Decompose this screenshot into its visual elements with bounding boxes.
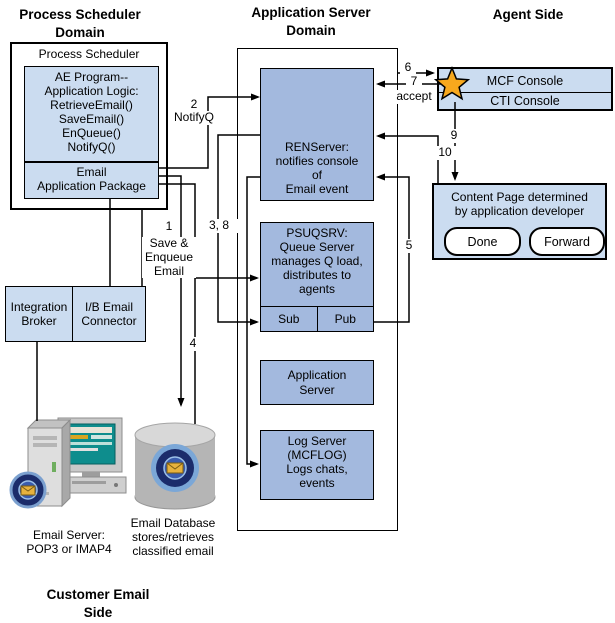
- process-scheduler-title: Process Scheduler: [38, 47, 140, 61]
- sub-cell: Sub: [278, 312, 300, 326]
- console-group-box: MCF Console CTI Console: [437, 67, 613, 111]
- mcf-console[interactable]: MCF Console: [439, 69, 611, 93]
- psuqsrv-text: PSUQSRV: Queue Server manages Q load, di…: [271, 226, 363, 297]
- email-server-graphic: [8, 402, 133, 531]
- heading-process-scheduler-domain: Process Scheduler Domain: [19, 7, 141, 40]
- flow-label-3-8: 3, 8: [200, 218, 238, 233]
- flow-label-save-enqueue: Save & Enqueue Email: [142, 236, 196, 279]
- ae-program-box: AE Program-- Application Logic: Retrieve…: [24, 66, 159, 162]
- pub-cell: Pub: [316, 307, 374, 331]
- monitor-icon: [57, 417, 127, 494]
- psuqsrv-box: PSUQSRV: Queue Server manages Q load, di…: [260, 222, 374, 332]
- log-server-box: Log Server (MCFLOG) Logs chats, events: [260, 430, 374, 500]
- email-application-package-box: Email Application Package: [24, 162, 159, 199]
- heading-agent-side: Agent Side: [492, 7, 564, 22]
- arrow-1-save-enqueue-email: [159, 175, 185, 407]
- application-server-box: Application Server: [260, 360, 374, 405]
- flow-label-notifyq: NotifyQ: [168, 110, 220, 125]
- flow-label-7: 7: [406, 74, 422, 89]
- done-button[interactable]: Done: [444, 227, 521, 256]
- email-database-graphic: [130, 422, 220, 523]
- ib-email-connector-box: I/B Email Connector: [72, 286, 146, 342]
- flow-label-accept: accept: [392, 89, 436, 104]
- email-server-caption: Email Server: POP3 or IMAP4: [26, 528, 112, 557]
- flow-label-10: 10: [433, 145, 457, 160]
- forward-button[interactable]: Forward: [529, 227, 605, 256]
- flow-label-1: 1: [160, 219, 178, 234]
- email-database-caption: Email Database stores/retrieves classifi…: [130, 516, 216, 559]
- flow-label-9: 9: [446, 128, 462, 143]
- cti-console[interactable]: CTI Console: [490, 94, 560, 108]
- heading-application-server-domain: Application Server Domain: [251, 5, 371, 38]
- heading-customer-email-side: Customer Email Side: [46, 587, 150, 620]
- flow-label-6: 6: [400, 60, 416, 75]
- integration-broker-box: Integration Broker: [5, 286, 73, 342]
- renserver-box: RENServer: notifies console of Email eve…: [260, 68, 374, 201]
- email-badge-icon: [151, 444, 199, 492]
- flow-label-5: 5: [401, 238, 417, 253]
- content-page-box: Content Page determined by application d…: [432, 183, 607, 260]
- content-page-text: Content Page determined by application d…: [451, 190, 588, 219]
- flow-label-4: 4: [184, 336, 202, 351]
- sub-pub-row: Sub Pub: [261, 306, 373, 331]
- email-badge-icon: [9, 471, 47, 509]
